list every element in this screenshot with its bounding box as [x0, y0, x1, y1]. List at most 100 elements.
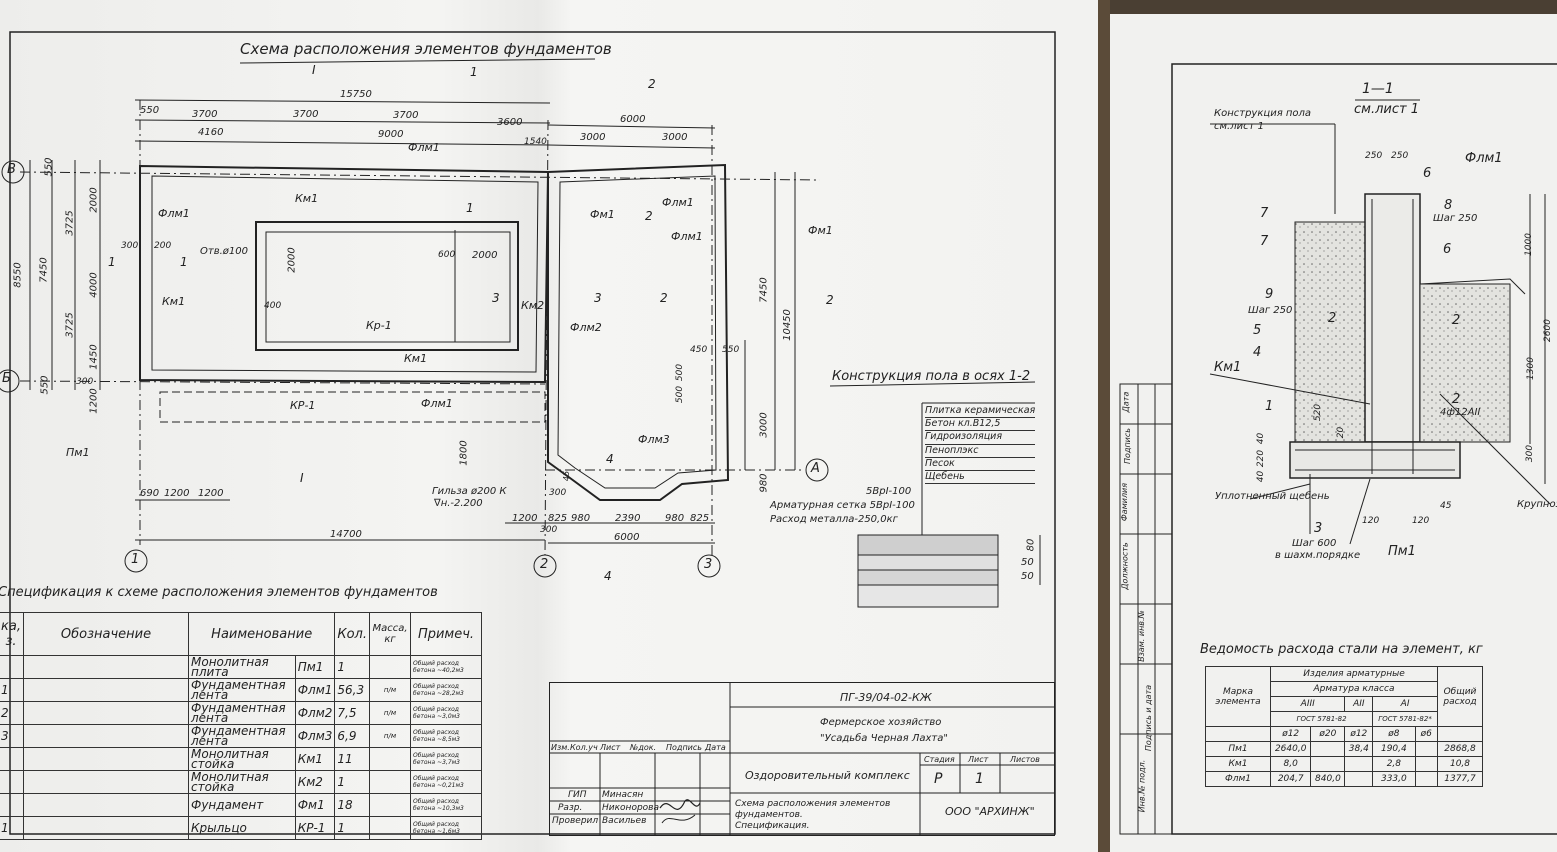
steel-mark: Пм1	[1205, 741, 1271, 757]
dim: 980	[571, 513, 591, 524]
section-label: Пм1	[1388, 544, 1416, 559]
table-row: Пм1 2640,0 38,4 190,4 2868,8	[1205, 741, 1483, 757]
element-label: Фм1	[808, 224, 833, 237]
dim: 6000	[614, 532, 640, 543]
element-label: Флм1	[671, 230, 703, 243]
stamp-label: Подпись	[1122, 428, 1132, 464]
element-label: Фм1	[590, 208, 615, 221]
layer-dim: 50	[1021, 557, 1034, 568]
spec-pos	[0, 747, 24, 771]
dim: 3700	[293, 109, 319, 120]
steel-diam: ø20	[1310, 726, 1346, 742]
section-dim: 45	[1440, 501, 1452, 511]
dim: 1200	[198, 488, 224, 499]
dim: 3000	[580, 132, 606, 143]
spec-mark: Флм3	[294, 724, 336, 748]
section-drawing	[1119, 63, 1557, 835]
section-dim: 520	[1313, 403, 1324, 422]
element-label: Отв.ø100	[200, 246, 248, 257]
element-label: Км1	[162, 295, 186, 308]
steel-gost: ГОСТ 5781-82	[1269, 711, 1374, 727]
steel-total: 2868,8	[1437, 741, 1483, 757]
dim: 3700	[192, 109, 218, 120]
section-mark: 2	[826, 293, 834, 307]
steel-value: 2,8	[1372, 756, 1416, 772]
stamp-label: Дата	[1121, 391, 1131, 413]
section-label: 7	[1260, 234, 1269, 249]
axis-label-3: 3	[704, 557, 713, 572]
section-mark: 3	[492, 291, 500, 305]
spec-note: Общий расход бетона ~28,2м3	[410, 678, 482, 702]
dim: 2000	[472, 250, 498, 261]
spec-name: Фундамент	[188, 793, 296, 817]
table-row: Флм1 204,7 840,0 333,0 1377,7	[1205, 771, 1483, 787]
spec-note: Общий расход бетона ~1,6м3	[410, 816, 482, 840]
drawing-sheet-right: 1—1 см.лист 1 Конструкция пола см.лист 1…	[1110, 14, 1557, 852]
floor-title: Конструкция пола в осях 1-2	[832, 369, 1031, 384]
stamp-label: Должность	[1120, 542, 1130, 590]
section-label: Км1	[1214, 360, 1242, 375]
spec-mark: Км2	[294, 770, 336, 794]
element-label: ∇н.-2.200	[434, 498, 483, 509]
title-block-grid	[550, 683, 1054, 835]
spec-name: Фундаментная лента	[188, 678, 296, 702]
dim: 14700	[330, 529, 362, 540]
element-label: Флм1	[421, 397, 453, 410]
steel-mark: Км1	[1205, 756, 1271, 772]
dim: 6000	[620, 114, 646, 125]
spec-unit	[369, 793, 411, 817]
dim: 1200	[164, 488, 190, 499]
spec-unit	[369, 816, 411, 840]
section-label: Шаг 250	[1433, 213, 1478, 224]
section-dim: 120	[1412, 516, 1430, 526]
section-dim: 220	[1256, 449, 1267, 468]
section-mark: I	[300, 471, 304, 485]
doc-title-line: фундаментов.	[735, 810, 803, 820]
dim: 3725	[64, 312, 76, 338]
steel-value	[1344, 771, 1374, 787]
spec-pos: 3	[0, 724, 24, 748]
steel-value: 8,0	[1269, 756, 1312, 772]
floor-layer: Плитка керамическая	[925, 405, 1036, 419]
steel-value	[1414, 756, 1439, 772]
spec-mark: КР-1	[294, 816, 336, 840]
sheet-value: 1	[975, 771, 984, 787]
section-label: 9	[1265, 287, 1274, 302]
spec-pos: 1	[0, 816, 24, 840]
axis-label-2: 2	[540, 557, 549, 572]
section-dim: 40	[1256, 470, 1267, 483]
role: Проверил	[552, 816, 599, 826]
steel-class: АIII	[1269, 696, 1346, 712]
spec-unit	[369, 770, 411, 794]
element-label: Км1	[295, 192, 319, 205]
element-label: Флм1	[408, 141, 440, 154]
spec-qty: 11	[334, 747, 370, 771]
spec-qty: 1	[334, 816, 370, 840]
dim: 1800	[458, 440, 470, 466]
section-mark: I	[312, 63, 316, 77]
element-label: Флм1	[662, 196, 694, 209]
spec-qty: 18	[334, 793, 370, 817]
section-label: 8	[1444, 198, 1453, 213]
doc-code: ПГ-39/04-02-КЖ	[840, 691, 932, 704]
spec-header: Масса, кг	[369, 612, 411, 656]
dim: 2000	[88, 187, 100, 213]
spec-name: Фундаментная лента	[188, 724, 296, 748]
layer-dim: 50	[1021, 571, 1034, 582]
section-label: 2	[1452, 313, 1461, 328]
stage-header: Стадия	[924, 755, 955, 764]
spec-name: Монолитная стойка	[188, 770, 296, 794]
spec-mark: Фм1	[294, 793, 336, 817]
element-label: Флм1	[158, 207, 190, 220]
dim: 825	[548, 513, 568, 524]
dim: 2390	[615, 513, 641, 524]
role-name: Минасян	[602, 790, 644, 800]
dim: 9000	[378, 129, 404, 140]
dim: 7450	[758, 277, 770, 303]
stamp-label: Инв.№ подл.	[1137, 759, 1147, 813]
